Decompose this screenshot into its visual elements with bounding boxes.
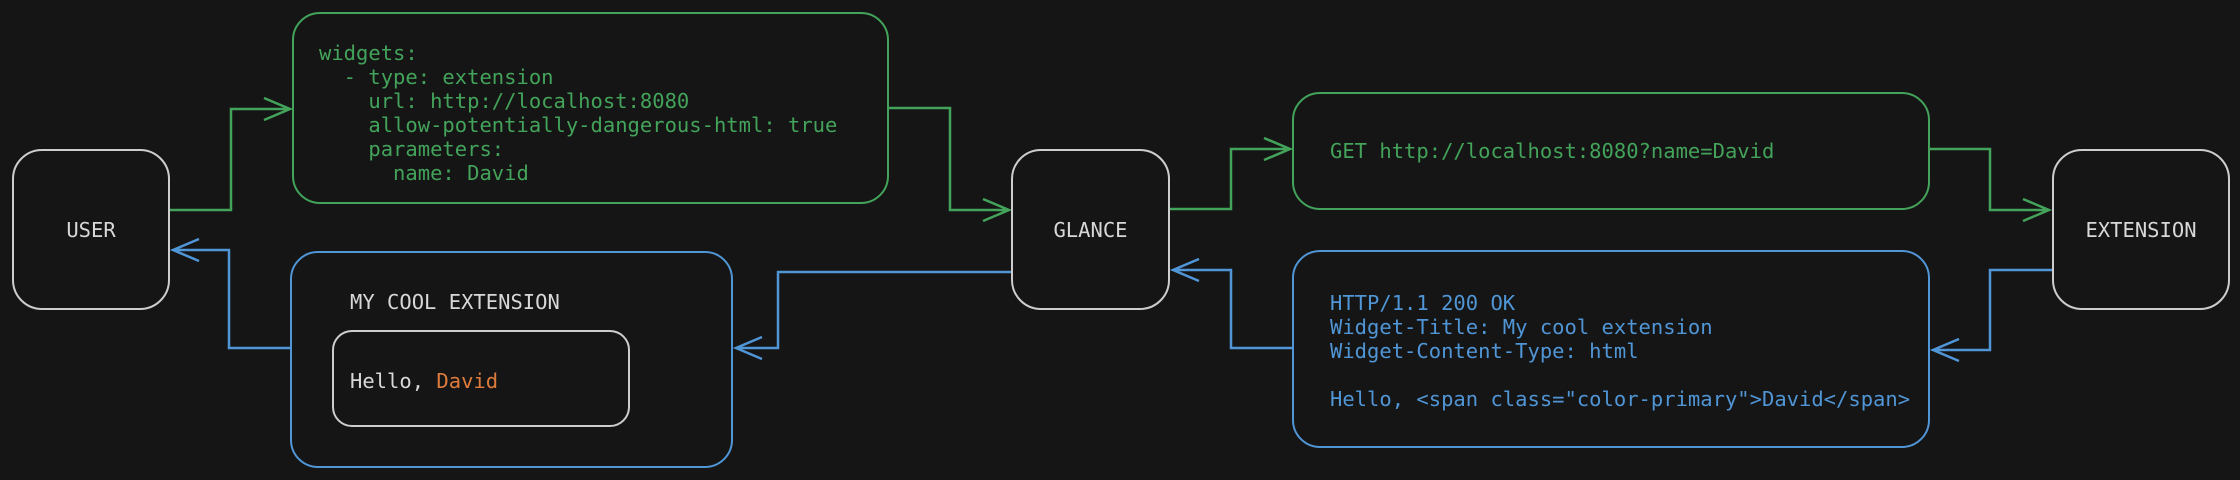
arrow-glance-to-widget: [732, 270, 1011, 361]
http-response-code: HTTP/1.1 200 OK Widget-Title: My cool ex…: [1330, 291, 1911, 411]
config-yaml-box: [292, 12, 889, 204]
node-user: USER: [12, 149, 170, 310]
widget-preview-box: [290, 251, 733, 468]
node-extension: EXTENSION: [2052, 149, 2230, 310]
arrow-extension-to-response: [1929, 268, 2052, 363]
arrow-widget-to-user: [169, 237, 290, 350]
arrow-request-to-extension: [1930, 147, 2053, 223]
arrow-response-to-glance: [1169, 257, 1292, 350]
arrow-glance-to-request: [1170, 136, 1294, 211]
widget-greeting: Hello, David: [350, 369, 498, 393]
widget-greeting-prefix: Hello,: [350, 369, 437, 393]
arrow-user-to-config: [170, 96, 294, 212]
arrow-config-to-glance: [889, 106, 1013, 223]
http-request-code: GET http://localhost:8080?name=David: [1330, 139, 1775, 163]
http-request-box: [1292, 92, 1930, 210]
node-extension-label: EXTENSION: [2085, 217, 2197, 242]
http-response-box: [1292, 250, 1930, 448]
node-glance: GLANCE: [1011, 149, 1170, 310]
config-yaml-code: widgets: - type: extension url: http://l…: [319, 41, 838, 185]
node-glance-label: GLANCE: [1053, 217, 1128, 242]
widget-content-frame: [332, 330, 630, 427]
widget-greeting-name: David: [436, 369, 499, 393]
node-user-label: USER: [66, 217, 116, 242]
widget-title: MY COOL EXTENSION: [350, 290, 560, 314]
